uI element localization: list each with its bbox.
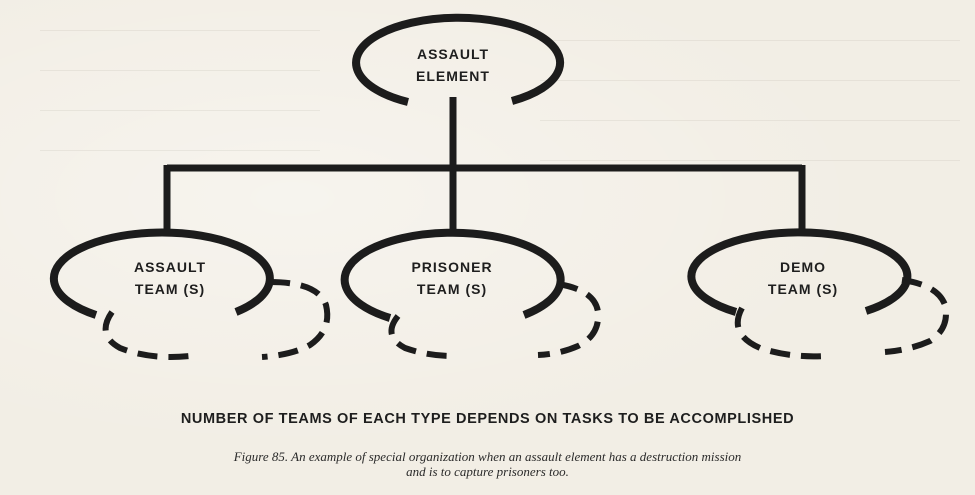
figure-caption-line1: Figure 85. An example of special organiz…	[233, 449, 742, 464]
figure-caption: Figure 85. An example of special organiz…	[0, 449, 975, 479]
demo-team-label: DEMO TEAM (S)	[733, 256, 873, 300]
assault-element-node	[352, 13, 565, 106]
demo-team-label-line1: DEMO	[780, 259, 826, 275]
demo-team-node	[687, 228, 949, 360]
assault-element-label: ASSAULT ELEMENT	[383, 43, 523, 87]
assault-team-node	[49, 228, 331, 360]
prisoner-team-label-line2: TEAM (S)	[416, 281, 488, 297]
figure-caption-line2: and is to capture prisoners too.	[406, 464, 569, 479]
connector-lines	[163, 97, 806, 233]
diagram-note: NUMBER OF TEAMS OF EACH TYPE DEPENDS ON …	[180, 411, 795, 427]
assault-team-label-line1: ASSAULT	[133, 259, 207, 275]
assault-team-label-line2: TEAM (S)	[134, 281, 206, 297]
prisoner-team-label-line1: PRISONER	[411, 259, 493, 275]
assault-element-label-line1: ASSAULT	[416, 46, 490, 62]
prisoner-team-node	[340, 228, 602, 359]
assault-element-label-line2: ELEMENT	[416, 68, 490, 84]
demo-team-label-line2: TEAM (S)	[767, 281, 839, 297]
assault-team-label: ASSAULT TEAM (S)	[100, 256, 240, 300]
prisoner-team-label: PRISONER TEAM (S)	[382, 256, 522, 300]
